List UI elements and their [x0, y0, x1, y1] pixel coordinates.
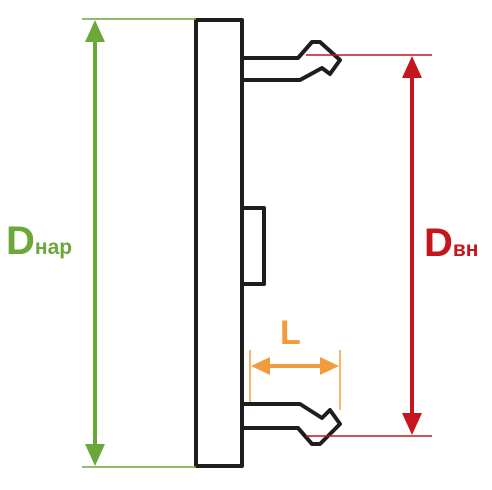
length-arrow-left	[251, 357, 270, 375]
inner-diameter-label: Dвн	[424, 221, 478, 265]
outer-diameter-arrow-bottom	[85, 444, 105, 466]
outer-diameter-label-main: D	[6, 219, 35, 263]
part-outline	[194, 18, 342, 468]
inner-diameter-arrow-top	[402, 56, 422, 78]
length-arrow-right	[320, 357, 339, 375]
inner-diameter-label-main: D	[424, 221, 453, 265]
length-label: L	[280, 314, 301, 352]
bottom-latch-tab	[236, 402, 342, 446]
outer-diameter-dimension: Dнар	[6, 18, 196, 468]
flange-plate	[194, 18, 244, 468]
outer-diameter-arrow-top	[85, 20, 105, 42]
length-dimension: L	[249, 314, 341, 410]
inner-diameter-label-sub: вн	[453, 238, 479, 261]
outer-diameter-label: Dнар	[6, 219, 72, 263]
inner-diameter-dimension: Dвн	[306, 54, 478, 437]
inner-diameter-arrow-bottom	[402, 413, 422, 435]
outer-diameter-label-sub: нар	[35, 236, 72, 259]
top-latch-tab	[236, 40, 342, 82]
